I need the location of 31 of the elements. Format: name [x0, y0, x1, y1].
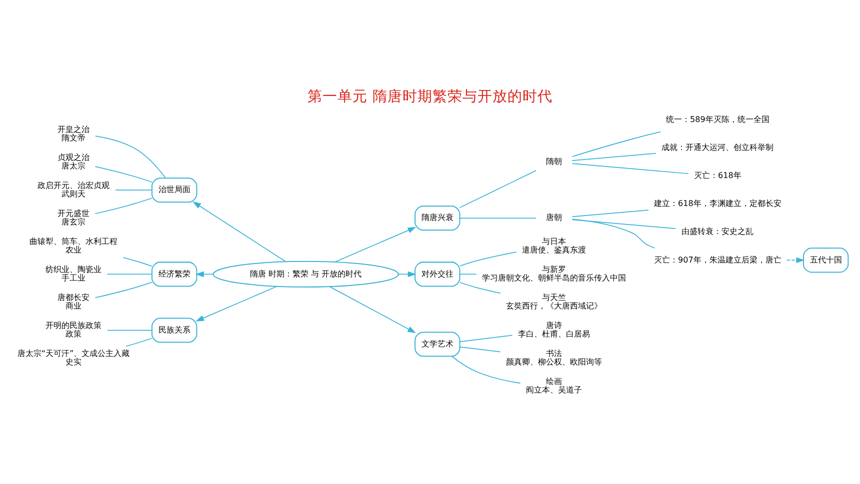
connector	[106, 329, 152, 330]
connector	[94, 197, 152, 214]
connector	[459, 334, 513, 342]
connector	[572, 209, 649, 217]
connector	[572, 162, 689, 174]
connector	[122, 256, 152, 266]
connector	[572, 218, 656, 248]
arrow	[196, 285, 278, 321]
connector	[572, 218, 676, 229]
connector	[106, 273, 152, 274]
connector	[115, 189, 152, 190]
arrow	[398, 270, 416, 277]
connector	[452, 355, 521, 384]
arrow	[334, 226, 416, 262]
connector	[459, 346, 501, 352]
arrow	[192, 200, 286, 262]
connector	[459, 170, 536, 208]
connector	[95, 135, 166, 178]
connector	[572, 130, 662, 156]
connector	[94, 166, 152, 182]
arrow	[329, 286, 416, 333]
connector	[572, 152, 656, 161]
connector	[459, 281, 501, 294]
connector	[459, 273, 477, 274]
arrow	[195, 270, 214, 277]
connector	[459, 217, 536, 218]
connector	[126, 337, 152, 346]
connector	[94, 281, 152, 298]
arrow	[786, 256, 805, 263]
connector	[459, 251, 517, 266]
diagram-title: 第一单元 隋唐时期繁荣与开放的时代	[308, 88, 552, 105]
